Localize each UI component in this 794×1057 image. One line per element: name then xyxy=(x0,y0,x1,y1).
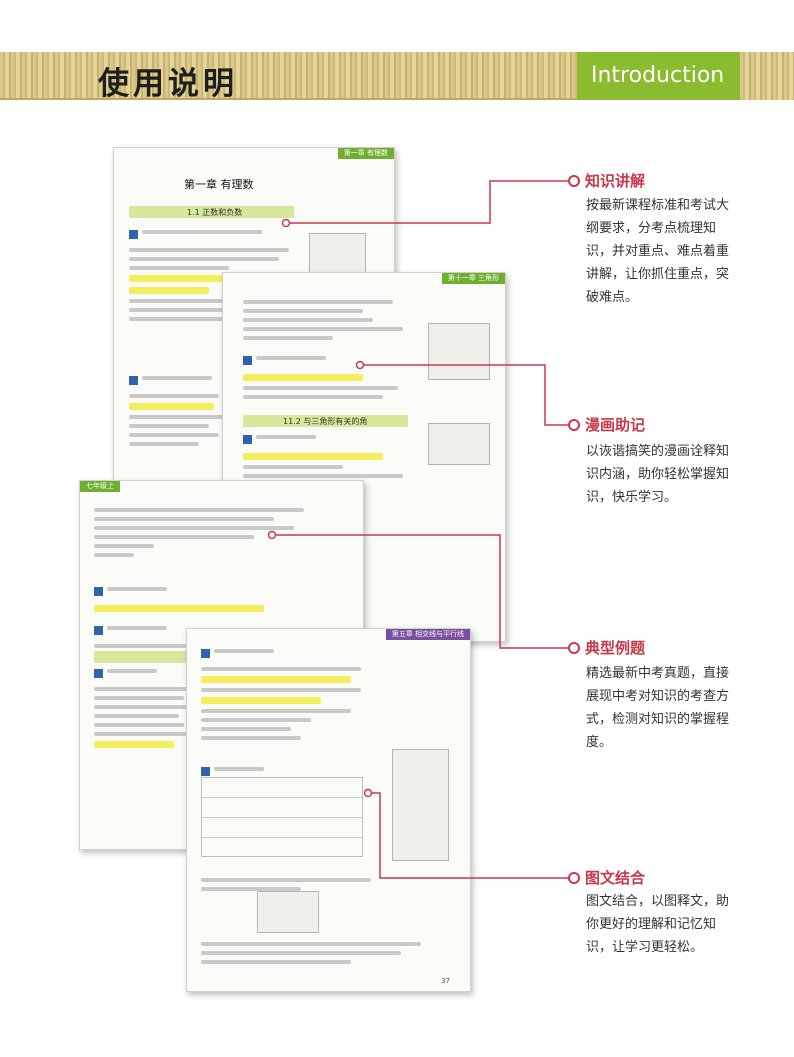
point-marker xyxy=(129,376,138,385)
page-1-tab: 第一章 有理数 xyxy=(337,148,394,159)
page-2-section-bar: 11.2 与三角形有关的角 xyxy=(243,415,408,427)
point-marker xyxy=(201,649,210,658)
header-band-right xyxy=(740,52,794,100)
point-marker xyxy=(243,435,252,444)
geometry-figure xyxy=(257,891,319,933)
callout-3-dot xyxy=(568,642,580,654)
callout-2-dot xyxy=(568,419,580,431)
page-3-section-bar xyxy=(94,651,189,663)
callout-3-title: 典型例题 xyxy=(585,639,646,657)
cartoon-illustration xyxy=(428,323,490,380)
page-4-tab: 第五章 相交线与平行线 xyxy=(385,629,470,640)
page-2-tab: 第十一章 三角形 xyxy=(441,273,505,284)
point-marker xyxy=(243,356,252,365)
introduction-tag: Introduction xyxy=(577,52,740,100)
parallel-lines-table xyxy=(201,777,363,857)
callout-4-dot xyxy=(568,872,580,884)
callout-1-dot xyxy=(568,175,580,187)
sample-page-4: 第五章 相交线与平行线 37 xyxy=(186,628,471,992)
page-2-section: 11.2 与三角形有关的角 xyxy=(283,417,368,426)
callout-2-desc: 以诙谐搞笑的漫画诠释知识内涵，助你轻松掌握知识，快乐学习。 xyxy=(586,444,730,505)
page-1-section-bar: 1.1 正数和负数 xyxy=(129,206,294,218)
point-marker xyxy=(94,587,103,596)
callout-4-title: 图文结合 xyxy=(585,869,646,887)
point-marker xyxy=(94,626,103,635)
callout-1-title: 知识讲解 xyxy=(585,172,646,190)
point-marker xyxy=(129,230,138,239)
point-marker xyxy=(201,767,210,776)
point-marker xyxy=(94,669,103,678)
cartoon-illustration xyxy=(392,749,449,861)
cartoon-illustration xyxy=(428,423,490,465)
page-4-number: 37 xyxy=(441,977,450,985)
callout-3-desc: 精选最新中考真题，直接展现中考对知识的考查方式，检测对知识的掌握程度。 xyxy=(586,666,730,750)
cartoon-illustration xyxy=(309,233,366,275)
callout-1-desc: 按最新课程标准和考试大纲要求，分考点梳理知识，并对重点、难点着重讲解，让你抓住重… xyxy=(586,198,730,305)
page-title: 使用说明 xyxy=(98,66,238,102)
page-1-section: 1.1 正数和负数 xyxy=(187,208,243,217)
callout-4-desc: 图文结合，以图释文，助你更好的理解和记忆知识，让学习更轻松。 xyxy=(586,894,730,955)
page-3-tab: 七年级上 xyxy=(80,481,120,492)
page-1-heading: 第一章 有理数 xyxy=(184,178,254,191)
callout-2-title: 漫画助记 xyxy=(585,416,646,434)
introduction-label: Introduction xyxy=(591,63,725,88)
